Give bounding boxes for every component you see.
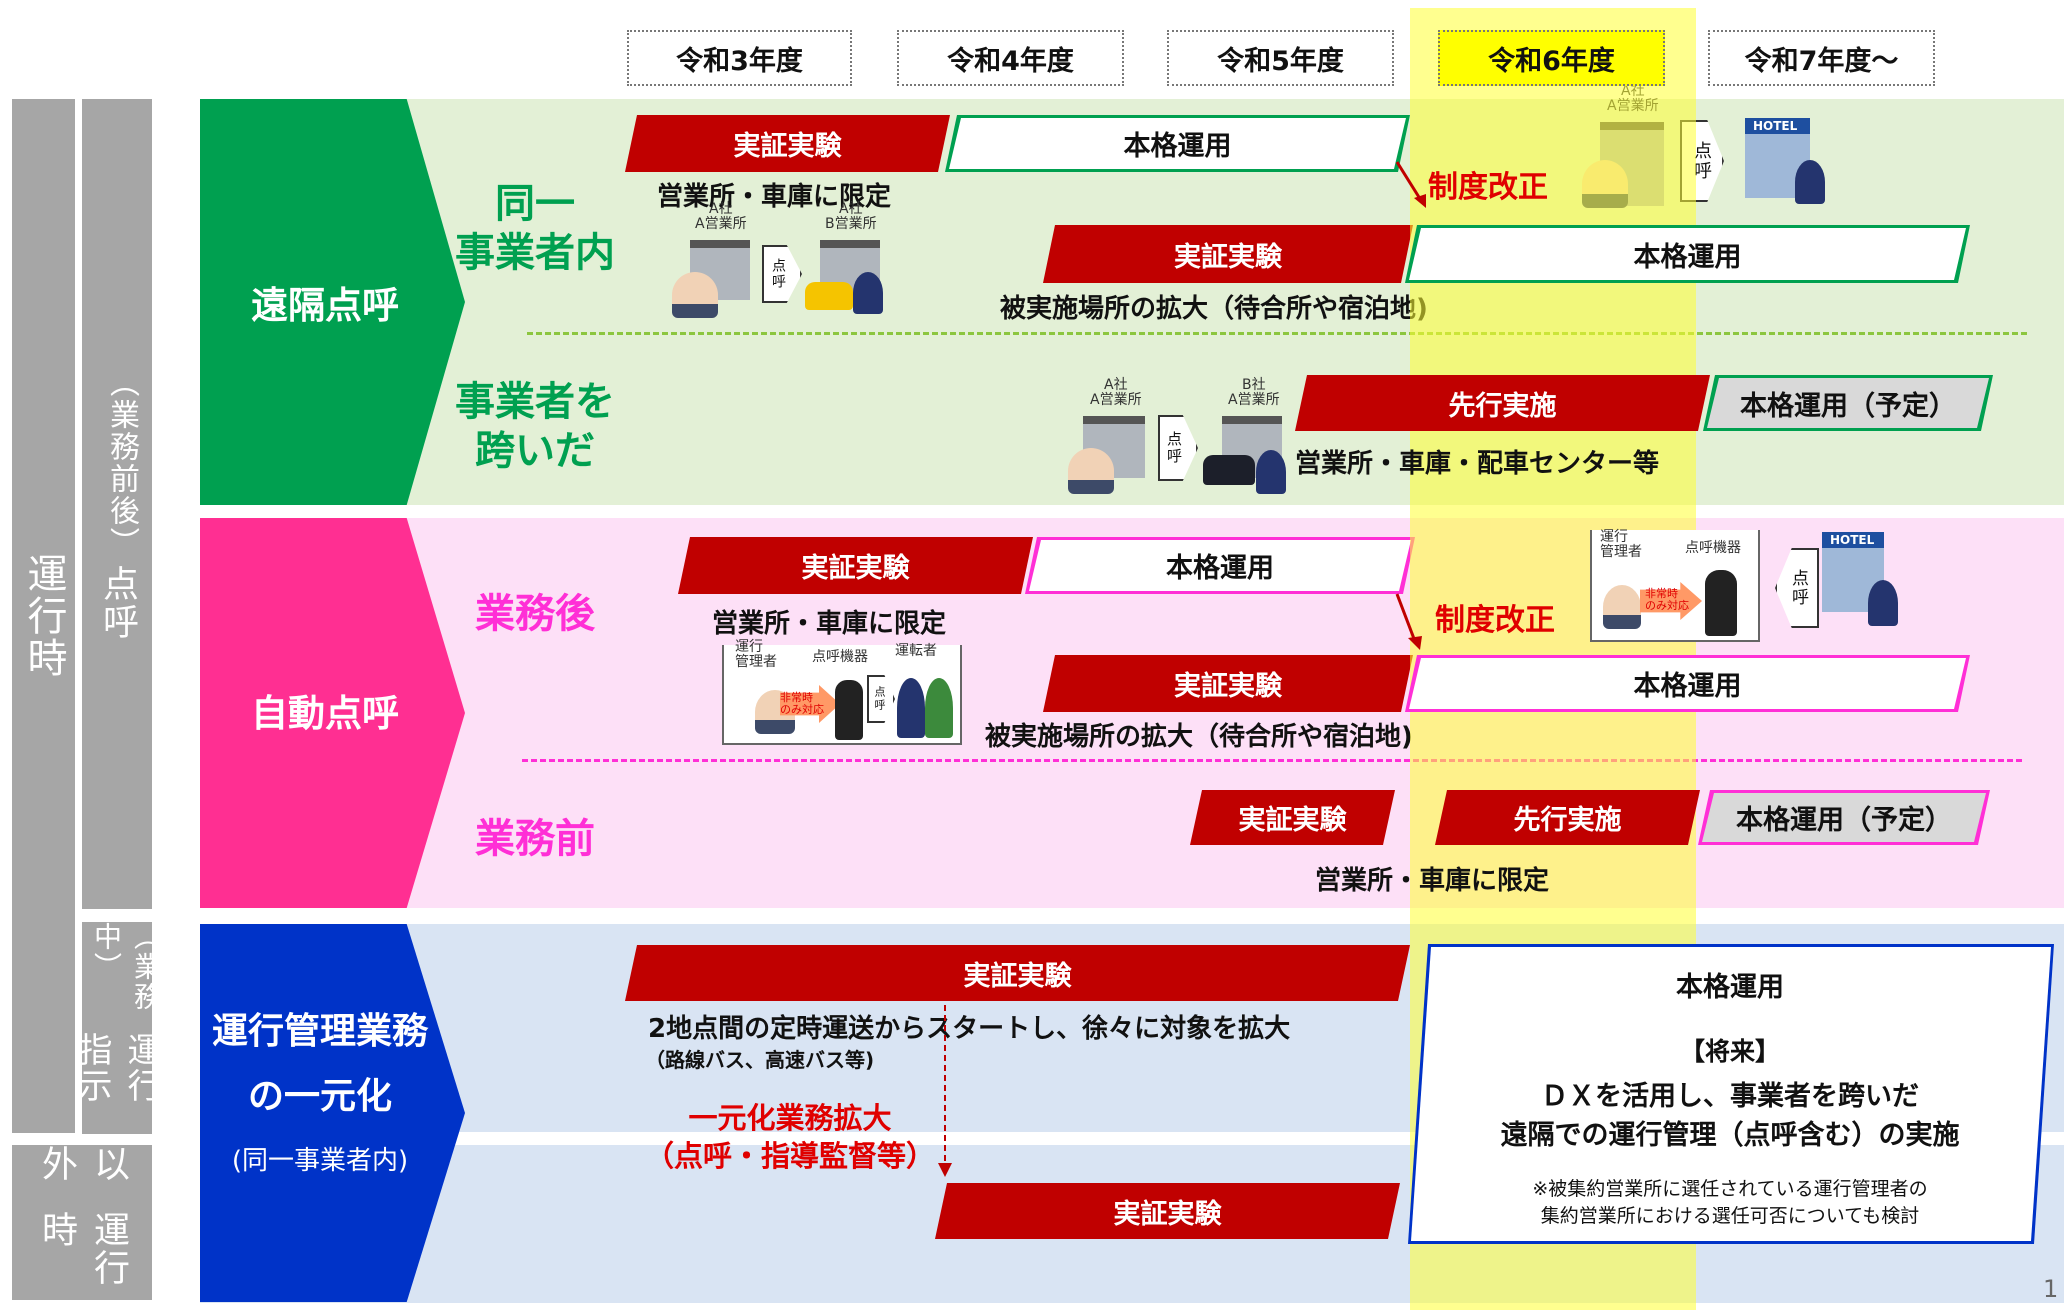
remote-tenko-label: 遠隔点呼 xyxy=(251,284,399,327)
driver-icon-3 xyxy=(1256,450,1286,494)
future-note2: 集約営業所における選任可否についても検討 xyxy=(1540,1205,1920,1227)
illus-label-a-a-3: A社 A営業所 xyxy=(1090,377,1142,409)
person-icon-5 xyxy=(1603,585,1641,629)
separator-green xyxy=(527,332,2027,335)
person-icon-1 xyxy=(672,272,718,318)
year-r6: 令和6年度 xyxy=(1438,30,1665,86)
seido-arrow-1 xyxy=(1392,160,1432,210)
seido-kaisei-1: 制度改正 xyxy=(1428,170,1548,205)
future-head: 【将来】 xyxy=(1679,1037,1780,1066)
note-cross: 営業所・車庫・配車センター等 xyxy=(1295,449,1660,479)
bar-auto-after-jissho-2: 実証実験 xyxy=(1043,655,1413,712)
dashed-expand-arrow xyxy=(935,1005,955,1180)
bar-auto-before-jissho: 実証実験 xyxy=(1190,790,1395,845)
note-expand-red: 一元化業務拡大 （点呼・指導監督等） xyxy=(645,1101,936,1173)
seido-arrow-1-svg xyxy=(1395,161,1426,208)
person-icon-3 xyxy=(1068,448,1114,494)
category-after-work: 業務後 xyxy=(475,591,595,637)
hotel-label-2: HOTEL xyxy=(1830,533,1875,547)
note-expand-1: 被実施場所の拡大（待合所や宿泊地) xyxy=(1000,294,1428,324)
note-bus: （路線バス、高速バス等) xyxy=(645,1048,875,1072)
future-line2: 遠隔での運行管理（点呼含む）の実施 xyxy=(1500,1120,1960,1151)
illus-label-b-a: B社 A営業所 xyxy=(1228,377,1280,409)
bar-auto-before-yotei: 本格運用（予定） xyxy=(1702,793,1986,842)
future-content: 本格運用 【将来】 ＤＸを活用し、事業者を跨いだ 遠隔での運行管理（点呼含む）の… xyxy=(1430,965,2030,1228)
future-box xyxy=(1411,947,2051,1241)
driver-icon-4 xyxy=(897,678,925,738)
bar-central-jissho-2: 実証実験 xyxy=(935,1183,1400,1239)
bar-central-jissho-1: 実証実験 xyxy=(625,945,1410,1001)
category-cross-operator: 事業者を 跨いだ xyxy=(455,379,615,474)
bar-remote-same-jissho-2: 実証実験 xyxy=(1043,225,1413,283)
bar-auto-after-jissho-1: 実証実験 xyxy=(678,537,1033,594)
note-limited-2: 営業所・車庫に限定 xyxy=(712,609,947,639)
note-start: 2地点間の定時運送からスタートし、徐々に対象を拡大 xyxy=(648,1014,1291,1044)
bar-remote-same-honkaku-2: 本格運用 xyxy=(1409,228,1966,280)
note-limited-3: 営業所・車庫に限定 xyxy=(1315,866,1550,896)
unko-label: （業務中） 運行指示 xyxy=(72,922,163,1134)
central-arrow xyxy=(200,924,465,1302)
bar-auto-after-honkaku-2: 本格運用 xyxy=(1409,658,1966,709)
illus-emergency-2: 非常時 のみ対応 xyxy=(1645,587,1689,613)
year-r5: 令和5年度 xyxy=(1167,30,1394,86)
year-r3: 令和3年度 xyxy=(627,30,852,86)
tenko-label: （業務前後） 点呼 xyxy=(82,99,152,909)
arrow-tenko-1: 点呼 xyxy=(770,258,786,290)
future-note1: ※被集約営業所に選任されている運行管理者の xyxy=(1532,1178,1928,1200)
future-line1: ＤＸを活用し、事業者を跨いだ xyxy=(1541,1081,1919,1112)
bar-remote-same-honkaku-1: 本格運用 xyxy=(949,118,1406,169)
hotel-icon-2: HOTEL xyxy=(1822,532,1884,612)
driver-icon-2 xyxy=(1795,160,1825,204)
seido-arrow-2-svg xyxy=(1395,593,1422,650)
auto-tenko-arrow xyxy=(200,518,465,908)
note-limited-1: 営業所・車庫に限定 xyxy=(657,182,892,212)
illus-label-a-a-1: A社 A営業所 xyxy=(695,201,747,233)
year-r4: 令和4年度 xyxy=(897,30,1124,86)
remote-tenko-arrow xyxy=(200,99,465,505)
driver-icon-1 xyxy=(853,272,883,314)
hotel-icon-1: HOTEL xyxy=(1745,118,1810,198)
outer-label-runtime: 運行時 xyxy=(12,99,75,1133)
bar-remote-cross-yotei: 本格運用（予定） xyxy=(1707,378,1989,428)
delivery-icon-1 xyxy=(925,678,953,738)
arrow-tenko-5: 点呼 xyxy=(1788,569,1808,607)
future-title: 本格運用 xyxy=(1676,972,1784,1003)
illus-device-2: 点呼機器 xyxy=(1685,540,1741,556)
bar-remote-cross-senko: 先行実施 xyxy=(1295,375,1710,431)
category-before-work: 業務前 xyxy=(475,816,595,862)
central-sublabel: (同一事業者内) xyxy=(231,1146,409,1176)
bar-remote-same-jissho-1: 実証実験 xyxy=(625,115,950,172)
arrow-tenko-2: 点呼 xyxy=(1691,141,1712,181)
illus-emergency-1: 非常時 のみ対応 xyxy=(780,691,824,717)
seido-arrow-2 xyxy=(1392,592,1432,652)
illus-label-a-b-1: A社 B営業所 xyxy=(825,201,877,233)
category-same-operator: 同一 事業者内 xyxy=(455,181,615,276)
bar-auto-after-honkaku-1: 本格運用 xyxy=(1029,540,1411,591)
auto-tenko-label: 自動点呼 xyxy=(251,692,399,735)
dashed-expand-arrow-svg xyxy=(938,1005,952,1177)
robot-icon-2 xyxy=(1705,570,1737,636)
arrow-tenko-4: 点呼 xyxy=(873,686,886,712)
separator-pink xyxy=(522,759,2022,762)
illus-device-1: 点呼機器 xyxy=(812,649,868,665)
seido-kaisei-2: 制度改正 xyxy=(1435,603,1555,638)
black-taxi-icon xyxy=(1203,455,1255,485)
note-expand-2: 被実施場所の拡大（待合所や宿泊地) xyxy=(985,722,1413,752)
taxi-icon-1 xyxy=(805,282,853,310)
arrow-tenko-3: 点呼 xyxy=(1165,431,1183,465)
hotel-label-1: HOTEL xyxy=(1753,119,1798,133)
illus-manager-1: 運行 管理者 xyxy=(735,639,777,671)
bar-auto-before-senko: 先行実施 xyxy=(1435,790,1700,845)
robot-icon-1 xyxy=(835,680,863,740)
page-number: 1 xyxy=(2043,1275,2059,1303)
central-label: 運行管理業務 の一元化 xyxy=(211,1011,428,1117)
driver-icon-5 xyxy=(1868,580,1898,626)
arrow-icon-1: 点呼 xyxy=(762,245,802,303)
illus-driver-1: 運転者 xyxy=(895,643,937,659)
illus-manager-2: 運行 管理者 xyxy=(1600,529,1642,561)
outer-label-non-runtime: 以外 運行時 xyxy=(12,1145,152,1300)
year-r7: 令和7年度〜 xyxy=(1708,30,1935,86)
